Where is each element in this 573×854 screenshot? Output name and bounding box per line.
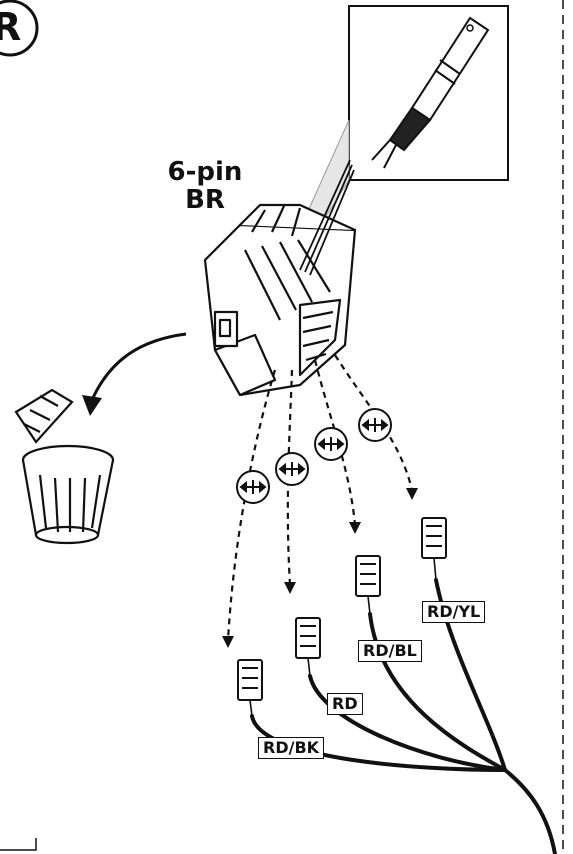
connector-title-line2: BR (185, 185, 225, 215)
connector-housing-icon (203, 203, 357, 397)
discard-arrow (90, 332, 187, 401)
connector-title-line1: 6-pin (167, 157, 243, 187)
wire-label-rd: RD (327, 693, 363, 715)
connector-title: 6-pin BR (160, 158, 250, 214)
discard-arrowhead (82, 395, 102, 416)
corner-mark (0, 838, 37, 851)
release-arrow-icon (236, 408, 392, 504)
step-badge-letter: R (0, 5, 22, 49)
punch-down-tool-icon (348, 5, 509, 181)
release-arrowheads (222, 488, 418, 648)
wire-label-rd-yl: RD/YL (422, 601, 486, 623)
release-arrow-glyphs (239, 418, 389, 494)
trash-can-icon (14, 388, 115, 545)
wire-label-rd-bk: RD/BK (258, 737, 325, 759)
wire-terminal-icon (237, 517, 447, 701)
wire-label-rd-bl: RD/BL (358, 640, 422, 662)
terminal-leads (249, 557, 437, 717)
connector-wires-top (299, 159, 355, 276)
step-badge-circle (0, 0, 39, 57)
